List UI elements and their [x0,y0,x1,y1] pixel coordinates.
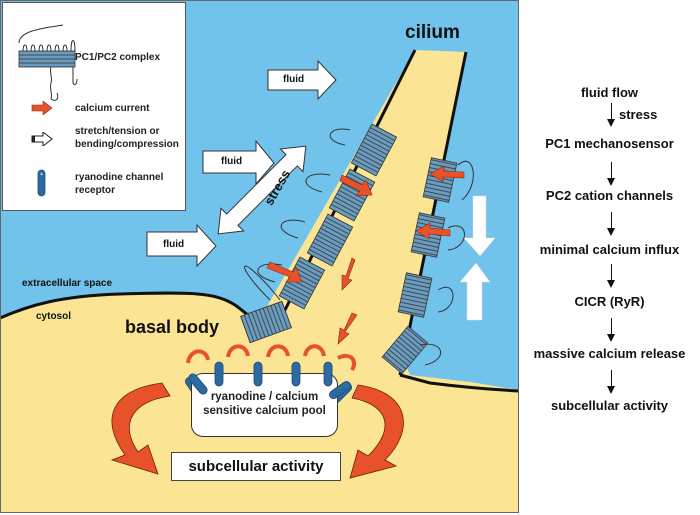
fluid-arrow-middle [202,139,275,186]
flow-step-subcellular: subcellular activity [550,398,669,413]
cilium-label: cilium [405,22,460,43]
pc1-pc2-complex-icon [18,24,78,101]
flow-arrow [607,370,615,394]
calcium-pool: ryanodine / calcium sensitive calcium po… [191,373,338,437]
cicr-curl-arrows [186,344,357,372]
flow-step-pc2: PC2 cation channels [545,188,674,203]
fluid-label-middle: fluid [221,156,243,167]
fluid-arrow-top [267,59,337,101]
calcium-current-arrow-icon [31,101,53,115]
flow-stress-label: stress [619,107,658,122]
release-arrow-left [110,382,171,475]
ryanodine-receptor-icon [37,169,46,197]
calcium-pool-label: ryanodine / calcium sensitive calcium po… [203,391,326,417]
flow-step-cicr: CICR (RyR) [574,294,645,309]
legend-label-ryanodine: ryanodine channel receptor [75,172,164,196]
compression-arrows [459,195,496,321]
protein-loops [244,128,474,366]
flow-arrow [607,318,615,342]
pc-complex-group-left [240,123,398,344]
cilium-membrane-right [398,51,468,376]
calcium-arrow [341,257,356,291]
flow-arrow [607,212,615,236]
release-arrow-right [349,384,404,479]
flow-step-minimal-influx: minimal calcium influx [539,242,680,257]
legend-label-calcium-current: calcium current [75,103,150,114]
legend-label-stretch: stretch/tension or bending/compression [75,126,179,150]
flow-step-pc1: PC1 mechanosensor [545,136,674,151]
legend-label-pc-complex: PC1/PC2 complex [75,52,161,63]
calcium-arrow [429,165,465,183]
cilium-diagram-panel: ryanodine / calcium sensitive calcium po… [0,0,519,513]
flow-arrow [607,103,615,127]
stretch-arrow-icon [31,132,53,146]
extracellular-space-label: extracellular space [22,278,113,289]
flow-step-massive-release: massive calcium release [533,346,686,361]
stretch-arrow-down [463,195,496,257]
fluid-arrow-bottom [146,223,217,268]
calcium-current-arrows [266,165,465,345]
cytosol-label: cytosol [36,311,72,322]
signaling-flowchart: fluid flow stress PC1 mechanosensor PC2 … [519,0,700,515]
calcium-arrow [339,174,373,197]
fluid-label-top: fluid [283,74,305,85]
cell-membrane-left [0,291,259,324]
calcium-arrow [415,222,451,240]
stress-double-arrow [217,145,307,235]
stretch-arrow-up [459,262,491,321]
subcellular-activity-box: subcellular activity [171,452,341,481]
calcium-arrow [337,312,358,345]
calcium-arrow [266,261,303,283]
flow-arrow [607,264,615,288]
basal-body-label: basal body [125,317,220,337]
flow-arrow [607,162,615,186]
fluid-arrows [146,59,337,268]
cell-membrane-right [399,373,519,393]
legend: PC1/PC2 complex calcium current stretch/… [2,2,186,211]
fluid-label-bottom: fluid [163,239,185,250]
flow-step-fluid-flow: fluid flow [580,85,639,100]
